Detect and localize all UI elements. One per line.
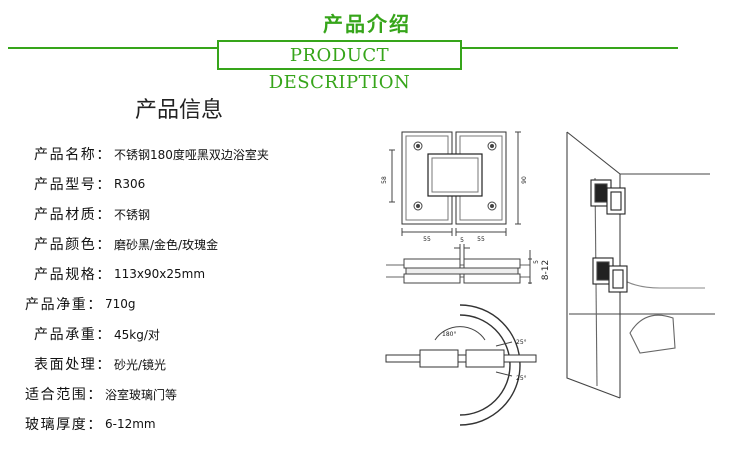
section-title: 产品信息	[135, 98, 224, 123]
angle-top-label: 25°	[516, 339, 527, 346]
spec-label: 适合范围：	[25, 387, 103, 403]
spec-value: 不锈钢180度哑黑双边浴室夹	[114, 147, 269, 162]
spec-row-glass: 玻璃厚度： 6-12mm	[25, 414, 156, 434]
hinge-side-view	[386, 244, 532, 284]
side-view-labels: 5 5 8-12	[460, 237, 551, 280]
header-rule-left	[8, 47, 217, 49]
spec-value: 不锈钢	[114, 207, 151, 222]
spec-label: 玻璃厚度：	[25, 417, 103, 433]
upper-clip	[590, 179, 626, 215]
installation-scene	[566, 131, 715, 399]
spec-label: 产品材质：	[34, 207, 112, 223]
spec-row-weight: 产品净重： 710g	[25, 294, 136, 314]
spec-row-material: 产品材质： 不锈钢	[34, 204, 150, 224]
spec-label: 产品颜色：	[34, 237, 112, 253]
front-view-labels: 58 90 55 55	[381, 176, 528, 243]
spec-label: 产品型号：	[34, 177, 112, 193]
spec-value: R306	[114, 177, 146, 191]
angle-bottom-label: 25°	[516, 375, 527, 382]
spec-value: 6-12mm	[105, 417, 156, 431]
spec-label: 产品净重：	[25, 297, 103, 313]
spec-value: 磨砂黑/金色/玫瑰金	[114, 237, 219, 252]
dim-total-label: 90	[521, 176, 528, 184]
spec-value: 砂光/镜光	[114, 357, 167, 372]
spec-row-scope: 适合范围： 浴室玻璃门等	[25, 384, 177, 404]
spec-value: 113x90x25mm	[114, 267, 206, 281]
spec-label: 产品名称：	[34, 147, 112, 163]
spec-row-load: 产品承重： 45kg/对	[34, 324, 160, 344]
header-banner: PRODUCT DESCRIPTION	[217, 40, 462, 93]
dim-height-label: 58	[381, 176, 388, 184]
spec-label: 产品承重：	[34, 327, 112, 343]
spec-value: 45kg/对	[114, 327, 160, 342]
spec-value: 710g	[105, 297, 136, 311]
angle-main-label: 180°	[442, 331, 456, 338]
dim-width-left-label: 55	[423, 236, 431, 243]
header-rule-right	[462, 47, 678, 49]
spec-value: 浴室玻璃门等	[105, 387, 178, 402]
dim-thick-label: 5	[533, 260, 540, 264]
rotation-view-labels: 180° 25° 25°	[442, 331, 527, 382]
spec-row-size: 产品规格： 113x90x25mm	[34, 264, 205, 284]
spec-row-name: 产品名称： 不锈钢180度哑黑双边浴室夹	[34, 144, 269, 164]
spec-label: 表面处理：	[34, 357, 112, 373]
dim-width-right-label: 55	[477, 236, 485, 243]
lower-clip	[592, 257, 628, 293]
spec-row-color: 产品颜色： 磨砂黑/金色/玫瑰金	[34, 234, 218, 254]
header-title: 产品介绍	[323, 12, 411, 36]
spec-row-finish: 表面处理： 砂光/镜光	[34, 354, 166, 374]
technical-drawing: 58 90 55 55 5 5 8-12 180° 25° 25°	[381, 131, 551, 426]
hinge-rotation-view	[385, 304, 537, 426]
spec-label: 产品规格：	[34, 267, 112, 283]
dim-glass-label: 8-12	[541, 260, 551, 280]
hinge-front-view	[389, 131, 521, 236]
dim-gap-label: 5	[460, 237, 464, 244]
spec-row-model: 产品型号： R306	[34, 174, 145, 194]
